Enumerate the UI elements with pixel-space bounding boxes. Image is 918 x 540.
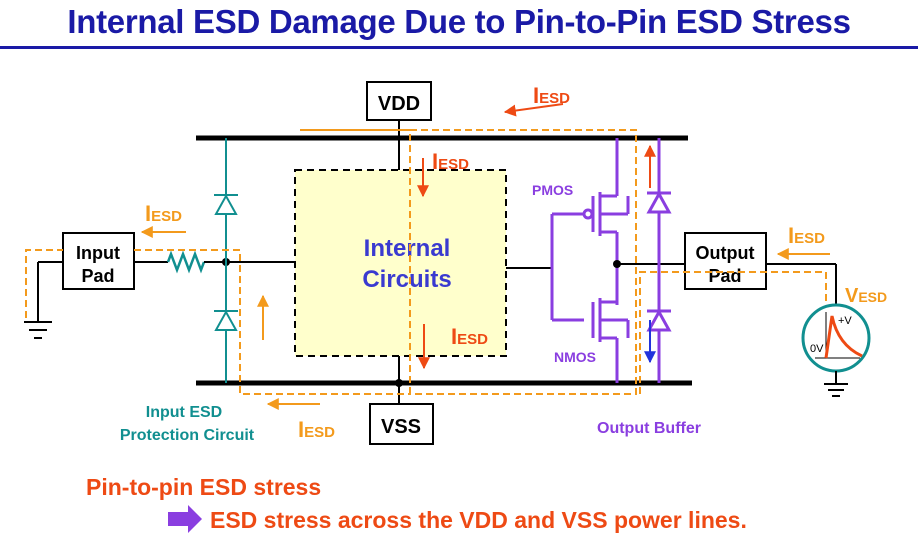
- iesd-label-output: IESD: [788, 223, 825, 248]
- pmos-label: PMOS: [532, 182, 573, 198]
- vesd-label: VESD: [845, 285, 887, 307]
- footer-line-2: ESD stress across the VDD and VSS power …: [210, 507, 747, 533]
- resistor-icon: [166, 250, 206, 274]
- output-buffer: [550, 138, 630, 383]
- source-plus-label: +V: [838, 315, 852, 327]
- diode-icon: [214, 193, 238, 215]
- vdd-label: VDD: [378, 93, 420, 115]
- output-pad-label-1: Output: [696, 243, 755, 263]
- voltage-source-icon: +V 0V: [801, 303, 871, 373]
- footer-line-1: Pin-to-pin ESD stress: [86, 474, 321, 500]
- internal-circuits-block: [294, 169, 507, 357]
- diode-icon: [646, 308, 672, 332]
- output-buffer-label: Output Buffer: [597, 420, 701, 437]
- iesd-label-vss: IESD: [451, 324, 488, 349]
- ground-icon: [24, 261, 63, 339]
- esd-current-path: [25, 129, 827, 395]
- diode-icon: [646, 190, 672, 214]
- slide-title: Internal ESD Damage Due to Pin-to-Pin ES…: [67, 3, 851, 40]
- iesd-label-input: IESD: [145, 201, 182, 226]
- ground-icon: [824, 383, 848, 397]
- input-pad-label-2: Pad: [81, 266, 114, 286]
- iesd-label-bottom: IESD: [298, 417, 335, 442]
- source-zero-label: 0V: [810, 343, 824, 355]
- input-protection-label-1: Input ESD: [146, 404, 222, 421]
- nmos-label: NMOS: [554, 349, 596, 365]
- input-pad-label-1: Input: [76, 243, 120, 263]
- iesd-label-vdd: IESD: [432, 149, 469, 174]
- output-pad-box: [684, 232, 767, 290]
- internal-label-line2: Circuits: [362, 266, 451, 293]
- vss-box: [369, 403, 434, 445]
- iesd-label-top: IESD: [533, 83, 570, 108]
- vss-label: VSS: [381, 416, 421, 438]
- diode-icon: [214, 309, 238, 331]
- vdd-box: [366, 81, 432, 121]
- arrow-right-icon: [168, 505, 202, 533]
- internal-label-line1: Internal: [364, 235, 451, 262]
- output-pad-label-2: Pad: [708, 266, 741, 286]
- title-underline: [0, 46, 918, 49]
- input-protection-label-2: Protection Circuit: [120, 427, 255, 444]
